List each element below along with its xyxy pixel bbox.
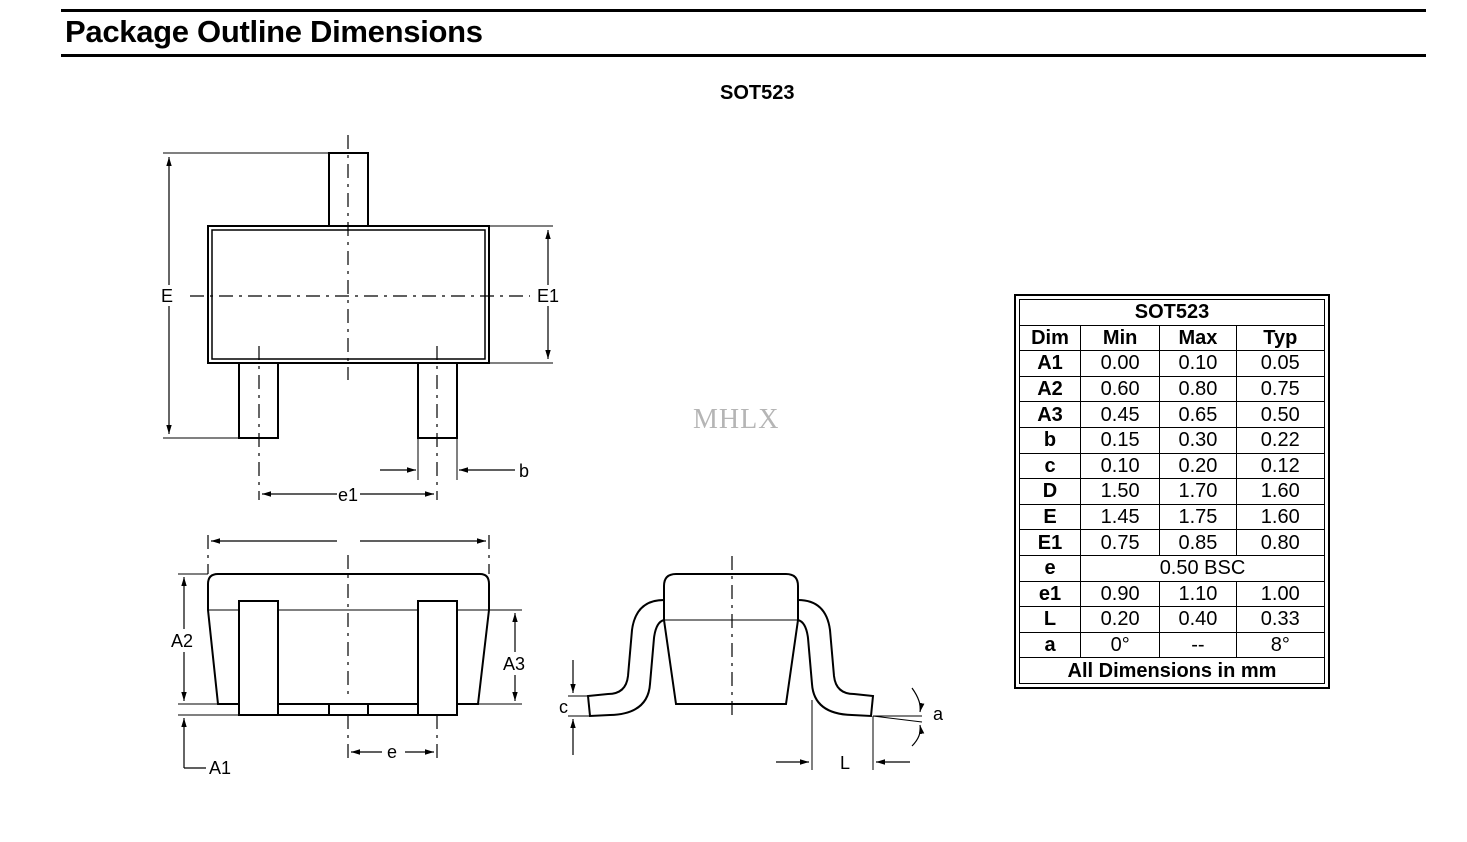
cell-max: 1.70 <box>1159 478 1237 505</box>
cell-typ: 0.75 <box>1235 375 1326 403</box>
side-view <box>178 535 522 769</box>
cell-typ: 0.33 <box>1235 606 1326 633</box>
cell-dim: A1 <box>1019 350 1081 377</box>
end-lead-left <box>586 599 665 718</box>
cell-typ: 0.12 <box>1235 452 1326 480</box>
cell-typ: 0.05 <box>1235 350 1326 377</box>
cell-max: 0.40 <box>1159 606 1237 633</box>
cell-max: 0.65 <box>1159 401 1237 428</box>
cell-dim: e <box>1019 554 1081 582</box>
cell-dim: E1 <box>1019 529 1081 556</box>
cell-dim: c <box>1019 452 1081 480</box>
cell-max: -- <box>1159 631 1237 659</box>
header-max: Max <box>1159 324 1237 352</box>
header-rule-bottom <box>61 54 1426 57</box>
top-view <box>163 135 553 500</box>
label-E1: E1 <box>537 286 559 306</box>
cell-min: 0.00 <box>1079 350 1161 377</box>
cell-typ: 1.60 <box>1235 503 1326 531</box>
table-header-row: Dim Min Max Typ <box>1019 324 1326 352</box>
cell-dim: E <box>1019 503 1081 531</box>
end-lead-right <box>797 599 875 718</box>
cell-dim: A3 <box>1019 401 1081 428</box>
cell-bsc: 0.50 BSC <box>1080 554 1325 582</box>
label-c: c <box>559 697 568 717</box>
label-A3: A3 <box>503 654 525 674</box>
side-lead-right <box>417 600 458 716</box>
label-E: E <box>161 286 173 306</box>
package-name: SOT523 <box>720 82 795 104</box>
label-A2: A2 <box>171 631 193 651</box>
cell-min: 0° <box>1079 631 1161 659</box>
label-A1: A1 <box>209 758 231 778</box>
cell-dim: D <box>1019 478 1081 505</box>
cell-max: 0.10 <box>1159 350 1237 377</box>
label-e1: e1 <box>338 485 358 505</box>
label-e: e <box>387 742 397 762</box>
cell-min: 0.15 <box>1079 426 1161 454</box>
cell-max: 1.75 <box>1159 503 1237 531</box>
table-title: SOT523 <box>1019 299 1325 326</box>
cell-dim: A2 <box>1019 375 1081 403</box>
cell-dim: e1 <box>1019 580 1081 608</box>
cell-typ: 0.80 <box>1235 529 1326 556</box>
table-footer: All Dimensions in mm <box>1019 657 1325 684</box>
cell-typ: 0.50 <box>1235 401 1326 428</box>
end-view <box>568 556 925 770</box>
cell-min: 0.45 <box>1079 401 1161 428</box>
cell-typ: 8° <box>1235 631 1326 659</box>
page-title: Package Outline Dimensions <box>65 14 483 49</box>
side-lead-center <box>328 703 369 716</box>
cell-min: 1.45 <box>1079 503 1161 531</box>
cell-max: 0.80 <box>1159 375 1237 403</box>
cell-min: 0.90 <box>1079 580 1161 608</box>
label-a: a <box>933 704 944 724</box>
cell-min: 0.10 <box>1079 452 1161 480</box>
label-b: b <box>519 461 529 481</box>
cell-dim: a <box>1019 631 1081 659</box>
end-body <box>663 573 799 705</box>
cell-max: 1.10 <box>1159 580 1237 608</box>
cell-max: 0.85 <box>1159 529 1237 556</box>
cell-dim: L <box>1019 606 1081 633</box>
header-dim: Dim <box>1019 324 1081 352</box>
watermark: MHLX <box>693 404 780 435</box>
header-rule-top <box>61 9 1426 12</box>
header-min: Min <box>1079 324 1161 352</box>
side-lead-left <box>238 600 279 716</box>
cell-typ: 1.60 <box>1235 478 1326 505</box>
cell-min: 1.50 <box>1079 478 1161 505</box>
cell-min: 0.60 <box>1079 375 1161 403</box>
cell-dim: b <box>1019 426 1081 454</box>
cell-min: 0.75 <box>1079 529 1161 556</box>
label-L: L <box>840 753 850 773</box>
cell-max: 0.20 <box>1159 452 1237 480</box>
cell-typ: 0.22 <box>1235 426 1326 454</box>
cell-min: 0.20 <box>1079 606 1161 633</box>
header-typ: Typ <box>1235 324 1326 352</box>
cell-max: 0.30 <box>1159 426 1237 454</box>
cell-typ: 1.00 <box>1235 580 1326 608</box>
